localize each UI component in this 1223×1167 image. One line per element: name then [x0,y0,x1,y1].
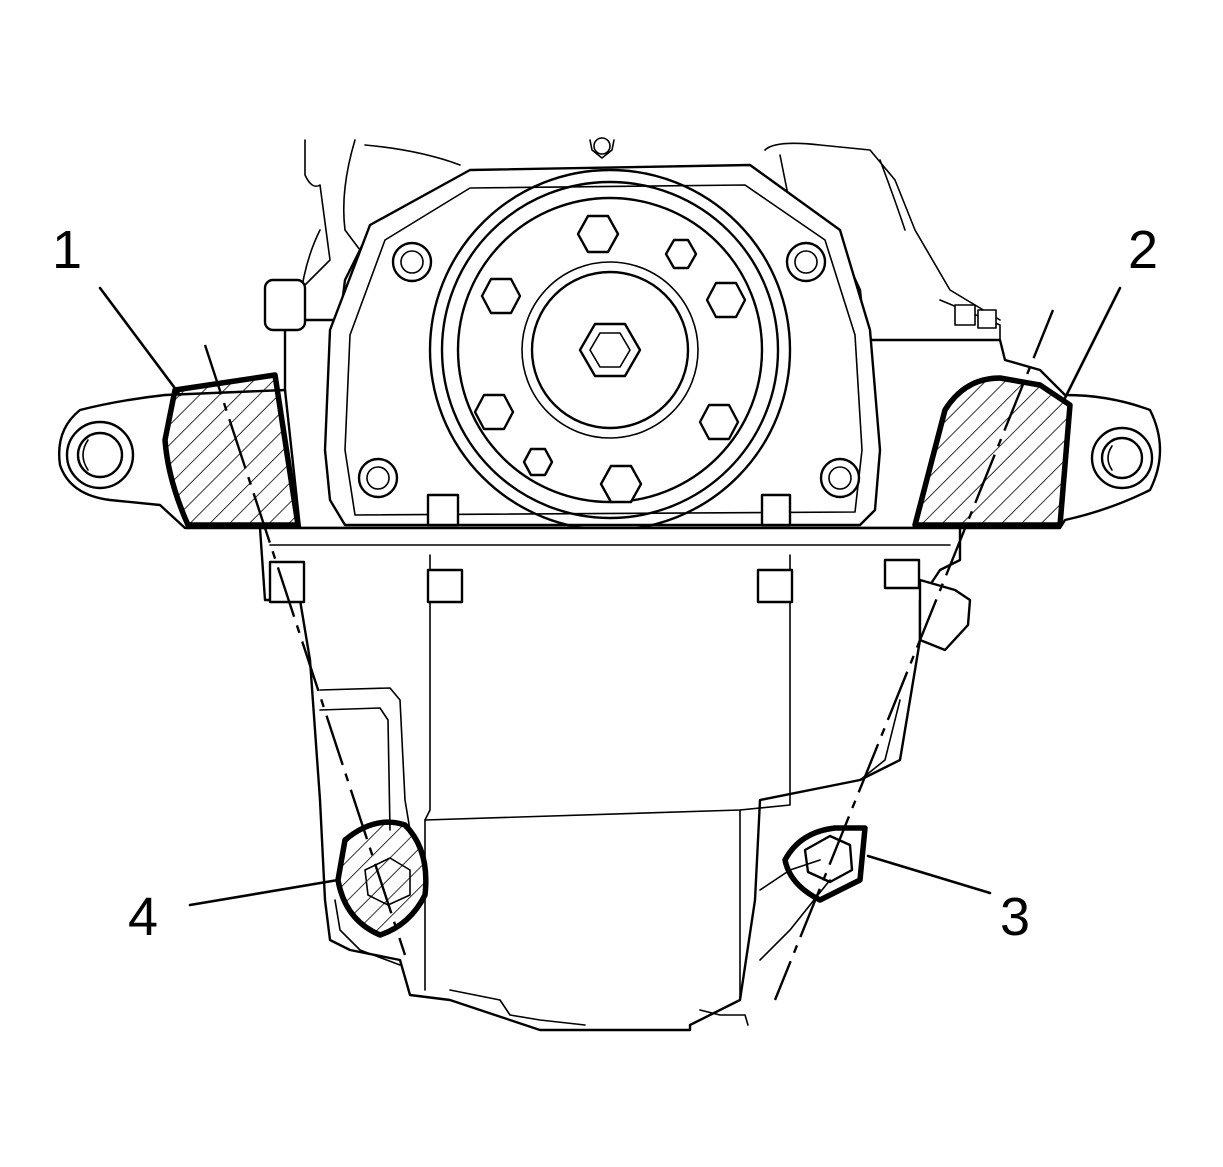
sealant-area-2 [912,375,1073,528]
hub-bolt [698,403,740,441]
oil-pan [258,493,972,1032]
callout-1: 1 [52,220,82,280]
housing-bolt-bottom-right [819,457,861,499]
hub-bolt [480,277,522,315]
sealant-area-1 [162,372,301,528]
hub-bolt [576,214,620,254]
hub-bolt [705,281,747,319]
dashed-guide-lines [203,309,1055,1001]
sealant-area-4 [335,819,429,938]
hub-bolt [664,238,698,270]
hub-bolt [522,447,554,477]
housing-bolt-top-left [391,241,433,283]
hub-bolt [473,393,515,431]
callout-3: 3 [1000,887,1030,947]
crank-hub [428,168,792,532]
sealant-area-3 [782,825,868,903]
hub-bolt [599,464,643,504]
callout-2: 2 [1128,220,1158,280]
leader-lines [98,286,1122,907]
callout-4: 4 [128,887,158,947]
housing-bolt-top-right [785,241,827,283]
housing-bolt-bottom-left [357,457,399,499]
